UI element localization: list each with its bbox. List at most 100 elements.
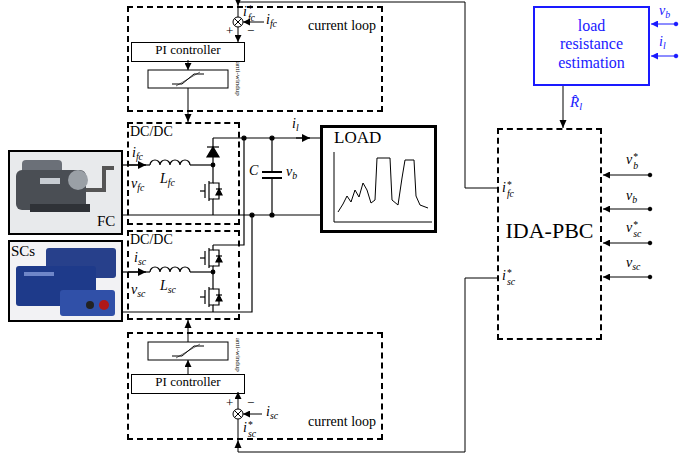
bottom-loop-signals (176, 344, 200, 358)
signal-name: i*sc (243, 420, 256, 439)
top-loop-signals (148, 70, 228, 88)
math-symbol: i (292, 116, 296, 131)
math-symbol: i (243, 420, 247, 435)
estimator-box: load resistance estimation (533, 6, 650, 86)
load-profile-chart (334, 152, 432, 222)
script-stack: *sc (633, 221, 641, 239)
power-wiring (212, 204, 213, 215)
math-symbol: i (266, 12, 270, 27)
math-symbol: R̂ (570, 94, 579, 110)
estimator-inputs (651, 24, 676, 25)
subscript: l (296, 122, 299, 133)
fuel-cell-picture: FC (8, 150, 123, 235)
arrow-head (185, 114, 192, 122)
top-loop-signals (176, 72, 200, 86)
top-loop-signals (238, 27, 239, 42)
supercapacitor-illustration (10, 242, 121, 320)
signal-name: ifc (266, 12, 277, 29)
converter-box: DC/DC (127, 230, 240, 320)
signal-name: isc (266, 404, 278, 421)
power-wiring (128, 271, 146, 272)
bottom-loop-signals (238, 419, 239, 440)
power-wiring (250, 213, 254, 217)
power-wiring (123, 311, 213, 312)
subscript: l (663, 40, 666, 51)
subscript: sc (633, 230, 641, 239)
estimator-inputs (674, 54, 678, 58)
supercapacitor-picture: SCs (8, 240, 123, 322)
script-stack: *fc (507, 181, 514, 199)
subscript: fc (137, 182, 144, 193)
power-wiring (271, 178, 272, 215)
signal-arrow (560, 86, 567, 128)
anti-windup-tag: anti-windup (234, 338, 242, 372)
script-stack: *sc (507, 269, 515, 287)
power-wiring (150, 267, 190, 272)
supercapacitor-illustration (99, 300, 109, 310)
math-symbol: i (659, 34, 663, 49)
power-wiring (207, 147, 219, 157)
fuel-cell-illustration (68, 170, 88, 190)
supercapacitor-illustration (24, 272, 54, 276)
power-wiring (271, 138, 272, 172)
reference-inputs (603, 277, 650, 278)
power-wiring (200, 245, 222, 271)
math-symbol: L (160, 171, 168, 186)
math-symbol: i (266, 404, 270, 419)
subscript: b (632, 194, 637, 205)
loop-title: current loop (308, 18, 376, 34)
signal-name: i*fc (243, 4, 255, 23)
math-symbol: i (243, 4, 247, 19)
subscript: b (665, 9, 670, 20)
bottom-loop-signals (233, 409, 243, 419)
superscript: * (633, 221, 641, 230)
power-wiring (296, 137, 310, 138)
arrow-head (185, 320, 192, 328)
reference-inputs (603, 209, 650, 210)
bottom-loop-signals (148, 342, 228, 360)
fuel-cell-illustration (10, 152, 121, 233)
port-name: vsc (626, 255, 640, 272)
arrow-head (560, 120, 567, 128)
loop-title: current loop (308, 414, 376, 430)
control-loop-box: current loopPI controller (127, 332, 383, 440)
controller-block: PI controller (131, 42, 245, 62)
power-wiring (190, 271, 213, 272)
subscript: sc (270, 410, 278, 421)
bottom-loop-signals (235, 411, 242, 418)
reference-inputs (603, 173, 652, 279)
script-stack: *b (633, 153, 638, 171)
converter-name: DC/DC (130, 232, 173, 248)
bottom-loop-signals (188, 360, 189, 374)
bottom-loop-signals (243, 414, 262, 415)
controller-box: IDA-PBC (497, 128, 602, 340)
math-symbol: v (626, 220, 632, 235)
math-symbol: v (131, 282, 137, 297)
script-stack: *sc (248, 421, 256, 439)
signal-line (238, 278, 497, 452)
subscript: fc (136, 151, 143, 162)
port-name: i*sc (502, 268, 515, 287)
power-wiring (200, 178, 222, 204)
load-profile-chart (334, 152, 432, 222)
superscript: * (248, 5, 255, 14)
power-wiring (123, 214, 320, 215)
superscript: * (248, 421, 256, 430)
source-name: FC (97, 213, 115, 230)
fuel-cell-illustration (86, 168, 114, 190)
signal-name: vb (286, 164, 297, 181)
estimator-inputs (651, 56, 676, 57)
signal-line (238, 2, 497, 188)
reference-inputs (648, 173, 652, 177)
power-wiring (270, 136, 274, 140)
reference-inputs (648, 207, 652, 211)
port-name: v*sc (626, 220, 641, 239)
controller-name: IDA-PBC (505, 218, 593, 243)
subscript: sc (632, 261, 640, 272)
fuel-cell-illustration (40, 178, 60, 184)
fuel-cell-illustration (30, 204, 90, 212)
power-wiring (242, 136, 246, 140)
power-wiring (213, 137, 320, 138)
